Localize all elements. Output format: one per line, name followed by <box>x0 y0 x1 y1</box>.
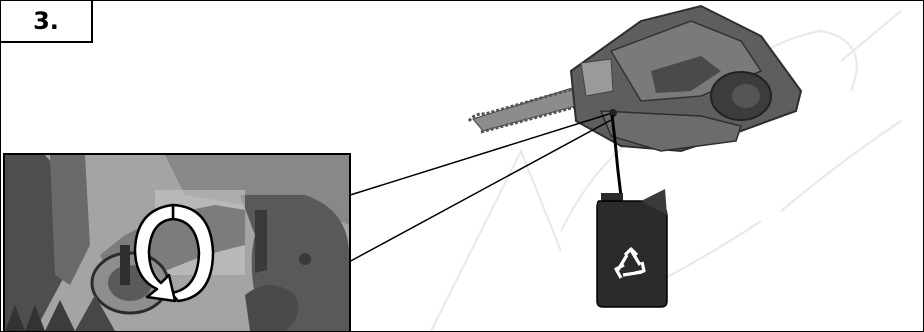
step-number: 3. <box>33 7 59 35</box>
rotate-arrow-icon <box>123 197 223 307</box>
chainsaw-illustration <box>469 6 801 151</box>
recycle-icon <box>611 245 651 285</box>
zoom-leader-lines <box>347 114 613 263</box>
step-number-box: 3. <box>1 1 93 43</box>
zoom-inset <box>3 153 351 332</box>
